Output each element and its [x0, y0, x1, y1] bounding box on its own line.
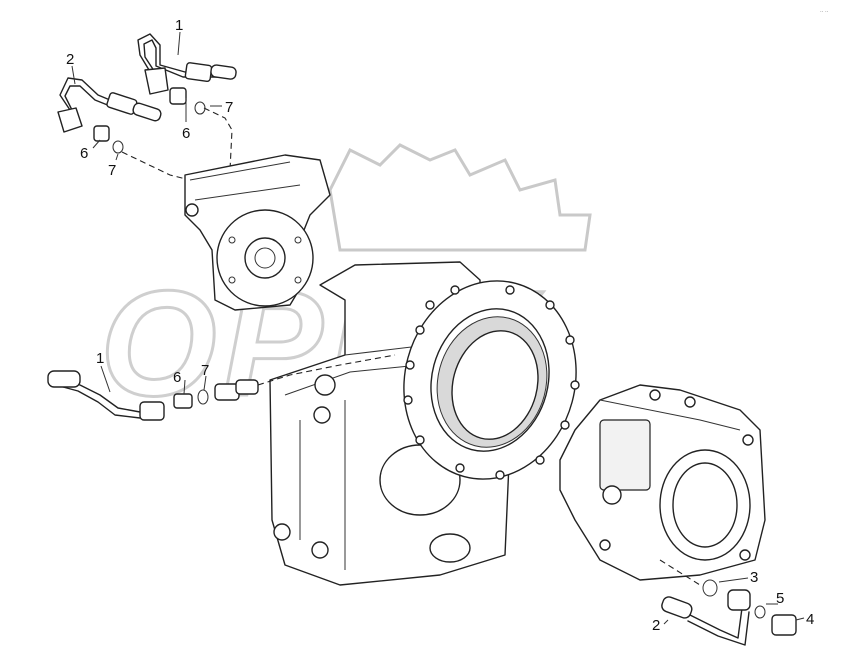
callout-leaders [71, 31, 805, 625]
callout-2-bottom: 2 [652, 617, 660, 634]
pipe-top-1 [137, 33, 237, 95]
callout-4: 4 [806, 611, 814, 628]
leader-mid [257, 354, 396, 386]
fittings-bottom [702, 579, 797, 636]
leader-bottom [659, 559, 701, 586]
callout-7-top: 7 [225, 99, 233, 116]
callout-1-top: 1 [175, 17, 183, 34]
upper-valve-assembly [184, 154, 331, 311]
callout-7-left: 7 [108, 162, 116, 179]
ring-gear-flange [403, 280, 580, 480]
right-gearbox-housing [559, 384, 766, 581]
callout-1-mid: 1 [96, 350, 104, 367]
fittings-mid [173, 379, 259, 409]
callout-6-mid: 6 [173, 369, 181, 386]
pipe-top-2 [57, 77, 162, 133]
pipe-mid-1 [47, 370, 165, 421]
callout-3: 3 [750, 569, 758, 586]
callout-6-left: 6 [80, 145, 88, 162]
leader-top-b [121, 151, 191, 181]
callout-5: 5 [776, 590, 784, 607]
corner-mark: .. .. [820, 8, 829, 14]
callout-2-top: 2 [66, 51, 74, 68]
leader-top-a [203, 107, 233, 171]
callout-labels: 1 2 7 6 6 7 1 6 7 3 5 4 2 [66, 17, 814, 634]
callout-6-upper: 6 [182, 125, 190, 142]
fittings-top [93, 87, 206, 154]
callout-7-mid: 7 [201, 362, 209, 379]
pipe-bottom-2 [661, 589, 751, 646]
